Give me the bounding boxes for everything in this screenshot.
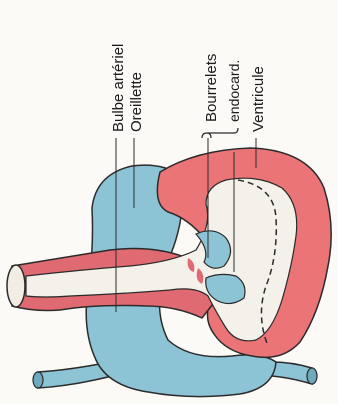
- bourrelets-brace: [202, 128, 238, 138]
- vessel-opening: [7, 265, 25, 307]
- label-oreillette: Oreillette: [128, 72, 145, 132]
- label-bulbe-arteriel: Bulbe artériel: [110, 44, 127, 132]
- right-vein-tube: [272, 362, 317, 384]
- label-bourrelets: Bourrelets: [203, 54, 220, 122]
- label-ventricule: Ventricule: [250, 66, 267, 132]
- label-endocard: endocard.: [226, 60, 242, 122]
